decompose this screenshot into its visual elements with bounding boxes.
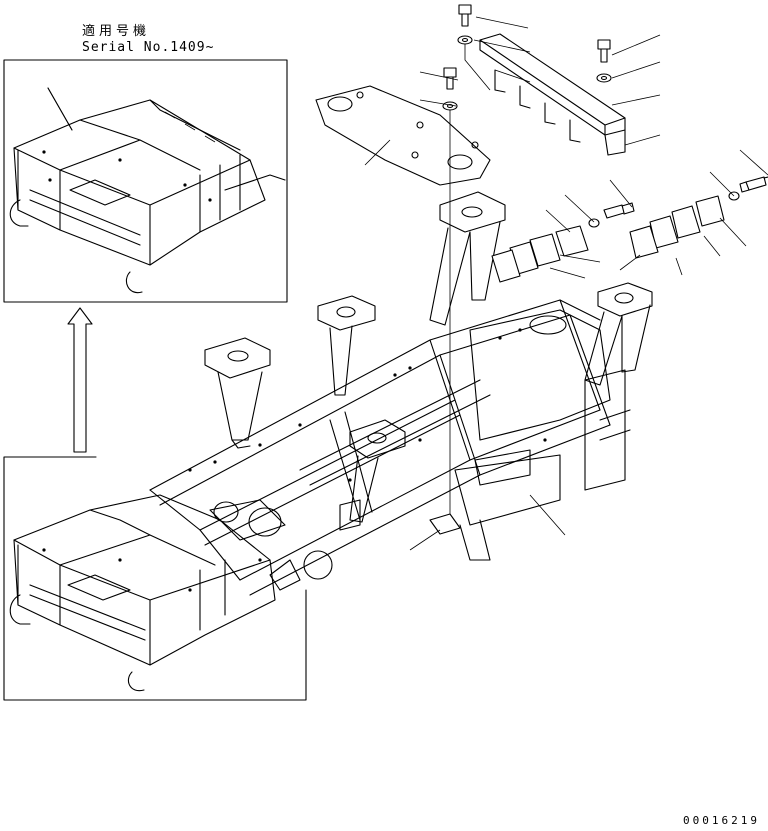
bolt-icon bbox=[458, 4, 472, 27]
serial-number-label: Serial No.1409~ bbox=[82, 40, 215, 55]
bolt-icon bbox=[739, 176, 768, 193]
bolt-icon bbox=[603, 202, 635, 219]
inset-frame-sketch bbox=[9, 87, 286, 294]
inset-box-new-serial bbox=[3, 59, 288, 303]
inset-box-front-frame bbox=[3, 456, 307, 701]
shim-plate-icon bbox=[629, 195, 725, 259]
drawing-code: 00016219 bbox=[683, 814, 760, 827]
washer-icon bbox=[457, 35, 473, 45]
mount-towers bbox=[204, 85, 653, 523]
leader-lines bbox=[47, 16, 768, 551]
applicable-serial-label-jp: 適用号機 bbox=[82, 24, 151, 39]
shim-plate-icon bbox=[491, 225, 589, 283]
bolt-icon bbox=[443, 67, 457, 90]
main-frame bbox=[149, 299, 631, 596]
washer-icon bbox=[588, 218, 600, 228]
washer-icon bbox=[596, 73, 612, 83]
bolt-icon bbox=[597, 39, 611, 63]
bolt-washer-set-top bbox=[442, 4, 612, 520]
cover-bracket-assembly bbox=[479, 33, 626, 156]
shim-set-right bbox=[429, 176, 768, 535]
up-arrow-icon bbox=[67, 307, 93, 453]
front-frame-sketch bbox=[9, 494, 276, 692]
